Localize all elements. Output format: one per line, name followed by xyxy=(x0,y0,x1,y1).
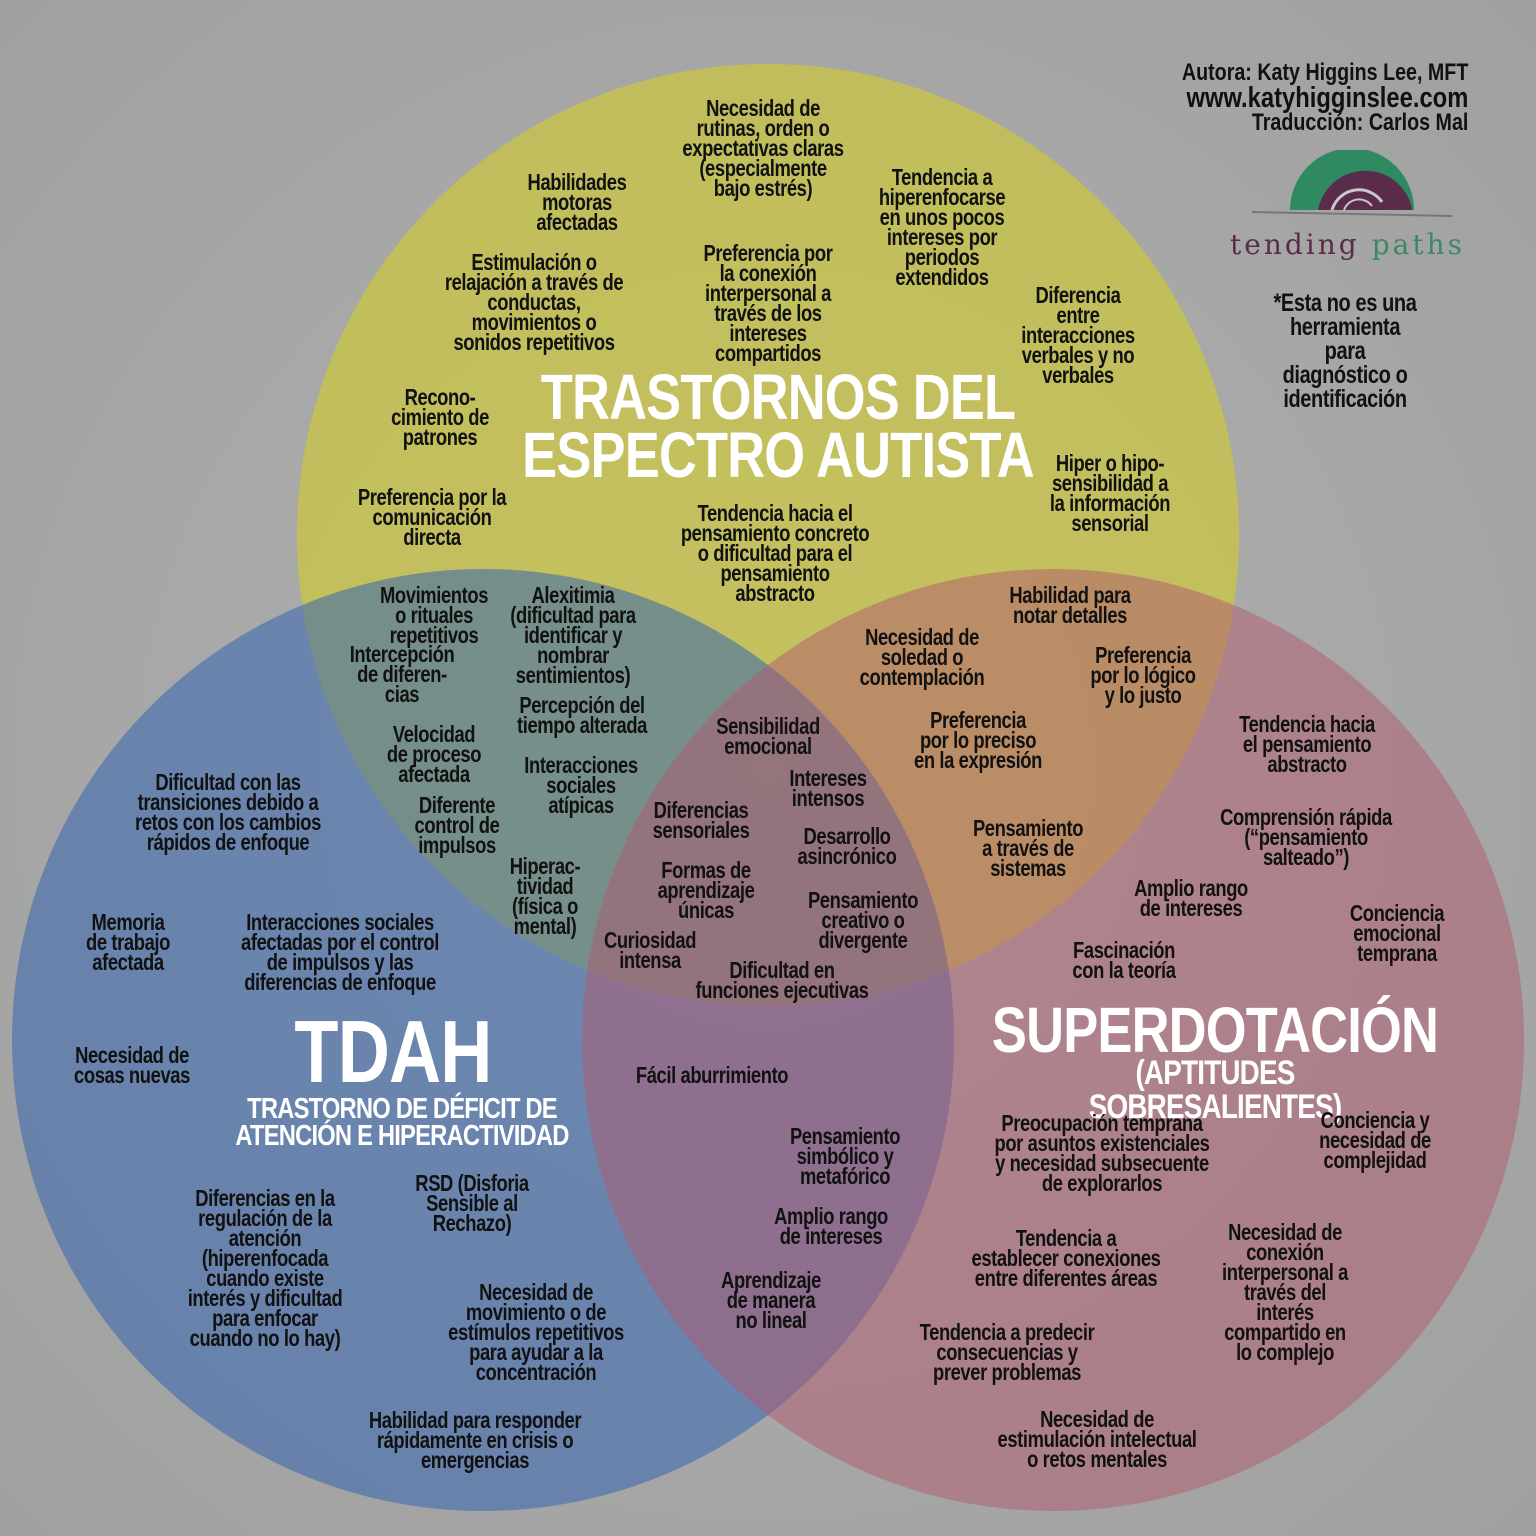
trait-label: Conciencia y necesidad de complejidad xyxy=(1319,1107,1431,1173)
trait-label: Tendencia hacia el pensamiento abstracto xyxy=(1239,711,1375,777)
trait-label: Habilidad para responder rápidamente en … xyxy=(368,1407,582,1473)
trait-label: Velocidad de proceso afectada xyxy=(386,721,482,787)
trait-label: Interacciones sociales atípicas xyxy=(524,752,638,818)
trait-label: Habilidad para notar detalles xyxy=(1009,582,1131,628)
gifted-circle xyxy=(582,569,1524,1511)
trait-label: Intereses intensos xyxy=(789,765,867,811)
trait-label: Movimientos o rituales repetitivos xyxy=(379,582,489,648)
trait-label: Aprendizaje de manera no lineal xyxy=(721,1267,821,1333)
trait-label: Pensamiento simbólico y metafórico xyxy=(789,1123,901,1189)
disclaimer: *Esta no es una herramienta para diagnós… xyxy=(1273,289,1417,413)
translation-credit: Traducción: Carlos Mal xyxy=(1251,109,1468,136)
trait-label: Pensamiento a través de sistemas xyxy=(972,815,1084,881)
trait-label: RSD (Disforia Sensible al Rechazo) xyxy=(415,1170,529,1236)
trait-label: Tendencia a hiperenfocarse en unos pocos… xyxy=(878,164,1006,290)
trait-label: Conciencia emocional temprana xyxy=(1349,900,1445,966)
trait-label: Tendencia hacia el pensamiento concreto … xyxy=(680,500,870,606)
trait-label: Intercepción de diferen- cias xyxy=(349,641,455,707)
trait-label: Pensamiento creativo o divergente xyxy=(807,887,919,953)
trait-label: Diferencias en la regulación de la atenc… xyxy=(187,1185,343,1351)
trait-label: Necesidad de conexión interpersonal a tr… xyxy=(1222,1219,1348,1365)
trait-label: Habilidades motoras afectadas xyxy=(527,169,627,235)
trait-label: Amplio rango de intereses xyxy=(1134,875,1248,921)
credits: Autora: Katy Higgins Lee, MFT www.katyhi… xyxy=(1181,59,1468,136)
logo-word-tending: tending xyxy=(1230,228,1360,261)
trait-label: Preferencia por lo lógico y lo justo xyxy=(1090,642,1196,708)
trait-label: Diferencias sensoriales xyxy=(652,797,750,843)
trait-label: Curiosidad intensa xyxy=(603,927,697,973)
trait-label: Interacciones sociales afectadas por el … xyxy=(241,909,439,995)
gifted-subtitle: (APTITUDES SOBRESALIENTES) xyxy=(1088,1054,1342,1126)
autism-title: TRASTORNOS DEL ESPECTRO AUTISTA xyxy=(522,361,1035,491)
trait-label: Necesidad de cosas nuevas xyxy=(74,1042,190,1088)
gifted-title: SUPERDOTACIÓN xyxy=(991,994,1439,1066)
trait-label: Formas de aprendizaje únicas xyxy=(657,857,755,923)
tending-paths-logo-icon xyxy=(1251,150,1453,217)
trait-label: Recono- cimiento de patrones xyxy=(391,384,489,450)
trait-label: Preocupación temprana por asuntos existe… xyxy=(994,1110,1210,1196)
trait-label: Sensibilidad emocional xyxy=(716,713,820,759)
trait-label: Dificultad en funciones ejecutivas xyxy=(695,957,869,1003)
trait-label: Necesidad de estimulación intelectual o … xyxy=(997,1406,1197,1472)
trait-label: Hiperac- tividad (física o mental) xyxy=(509,853,581,939)
trait-label: Dificultad con las transiciones debido a… xyxy=(135,769,321,855)
trait-label: Hiper o hipo- sensibilidad a la informac… xyxy=(1049,450,1171,536)
trait-label: Diferente control de impulsos xyxy=(414,792,500,858)
trait-label: Necesidad de rutinas, orden o expectativ… xyxy=(682,95,844,201)
author-credit: Autora: Katy Higgins Lee, MFT xyxy=(1181,59,1468,86)
logo-word-paths: paths xyxy=(1371,228,1465,261)
trait-label: Estimulación o relajación a través de co… xyxy=(444,249,624,355)
website-link[interactable]: www.katyhigginslee.com xyxy=(1186,82,1468,114)
trait-label: Memoria de trabajo afectada xyxy=(86,909,170,975)
logo-wordmark: tending paths xyxy=(1230,228,1465,261)
trait-label: Necesidad de soledad o contemplación xyxy=(859,624,985,690)
trait-label: Desarrollo asincrónico xyxy=(797,823,897,869)
adhd-title: TDAH xyxy=(294,1002,492,1101)
trait-label: Percepción del tiempo alterada xyxy=(517,692,647,738)
trait-label: Tendencia a establecer conexiones entre … xyxy=(971,1225,1161,1291)
trait-label: Diferencia entre interacciones verbales … xyxy=(1021,282,1135,388)
trait-label: Fácil aburrimiento xyxy=(635,1062,789,1088)
trait-label: Preferencia por la conexión interpersona… xyxy=(703,240,833,366)
trait-label: Alexitimia (dificultad para identificar … xyxy=(510,582,636,688)
trait-label: Tendencia a predecir consecuencias y pre… xyxy=(919,1319,1095,1385)
trait-label: Preferencia por la comunicación directa xyxy=(357,484,507,550)
adhd-subtitle: TRASTORNO DE DÉFICIT DE ATENCIÓN E HIPER… xyxy=(235,1093,569,1152)
trait-label: Preferencia por lo preciso en la expresi… xyxy=(914,707,1042,773)
trait-label: Fascinación con la teoría xyxy=(1072,937,1176,983)
trait-label: Necesidad de movimiento o de estímulos r… xyxy=(448,1279,624,1385)
trait-label: Comprensión rápida (“pensamiento saltead… xyxy=(1220,804,1392,870)
trait-label: Amplio rango de intereses xyxy=(774,1203,888,1249)
